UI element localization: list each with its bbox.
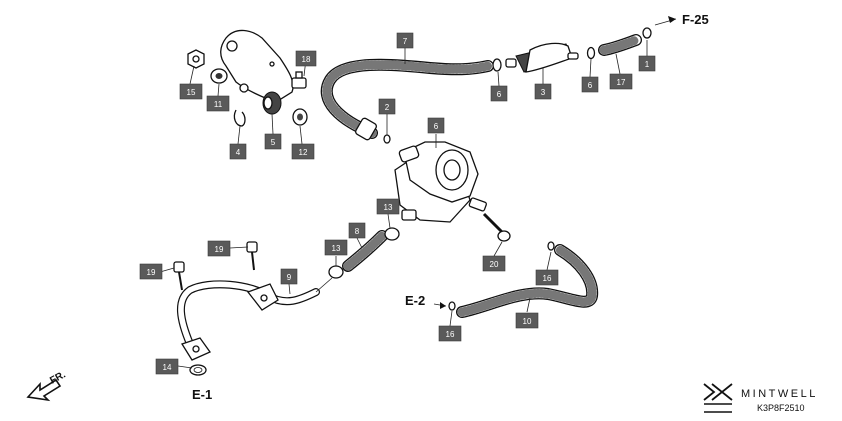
- callout-15: 15: [179, 83, 203, 100]
- hose-clip-end: [642, 27, 652, 39]
- svg-text:2: 2: [385, 103, 390, 112]
- connector-hose-8: [342, 230, 388, 272]
- mounting-bracket: [220, 29, 294, 103]
- svg-text:10: 10: [523, 317, 532, 326]
- ref-e1: E-1: [192, 387, 212, 402]
- svg-text:7: 7: [403, 37, 408, 46]
- svg-text:19: 19: [215, 245, 224, 254]
- clip-13-lower: [328, 265, 344, 279]
- callout-1: 1: [638, 55, 656, 72]
- callout-13-upper: 13: [376, 198, 400, 215]
- svg-text:14: 14: [163, 363, 172, 372]
- air-injection-valve: [394, 141, 487, 223]
- washer-11: [210, 68, 228, 84]
- svg-text:9: 9: [287, 273, 292, 282]
- bolt-19-left: [173, 261, 185, 291]
- svg-text:8: 8: [355, 227, 360, 236]
- callout-14: 14: [155, 358, 179, 375]
- svg-text:15: 15: [187, 88, 196, 97]
- svg-text:13: 13: [332, 244, 341, 253]
- svg-text:6: 6: [497, 90, 502, 99]
- short-hose: [598, 34, 642, 56]
- f25-arrow: [654, 16, 677, 26]
- collar-12: [292, 108, 308, 126]
- svg-text:3: 3: [541, 88, 546, 97]
- svg-text:6: 6: [434, 122, 439, 131]
- callout-6-valve: 6: [427, 117, 445, 134]
- clip-4: [233, 109, 246, 127]
- direction-label: FR.: [48, 369, 68, 386]
- svg-text:19: 19: [147, 268, 156, 277]
- callout-2: 2: [378, 98, 396, 115]
- grommet-5: [262, 91, 282, 115]
- svg-text:18: 18: [302, 55, 311, 64]
- ref-e2: E-2: [405, 293, 425, 308]
- svg-text:12: 12: [299, 148, 308, 157]
- callout-20: 20: [482, 255, 506, 272]
- callout-8: 8: [348, 222, 366, 239]
- callout-5: 5: [264, 133, 282, 150]
- svg-text:1: 1: [645, 60, 650, 69]
- front-arrow-icon: [26, 378, 62, 402]
- hose-clip-upper: [492, 58, 502, 72]
- hose-clip-right: [586, 46, 596, 60]
- leader-lines: [159, 40, 648, 369]
- svg-text:16: 16: [446, 330, 455, 339]
- svg-text:5: 5: [271, 138, 276, 147]
- callout-18: 18: [295, 50, 317, 67]
- brand-name: MINTWELL: [741, 388, 818, 400]
- bolt-18: [291, 71, 307, 89]
- svg-text:13: 13: [384, 203, 393, 212]
- diagram-code: K3P8F2510: [757, 403, 805, 413]
- svg-text:17: 17: [617, 78, 626, 87]
- brand-logo: [703, 383, 733, 413]
- gasket-14: [189, 364, 207, 376]
- callout-10: 10: [515, 312, 539, 329]
- clip-16-lower: [448, 301, 456, 311]
- callout-3: 3: [534, 83, 552, 100]
- svg-text:20: 20: [490, 260, 499, 269]
- callout-11: 11: [206, 95, 230, 112]
- lower-hose: [456, 244, 599, 318]
- callout-12: 12: [291, 143, 315, 160]
- upper-hose: [320, 58, 494, 141]
- callout-17: 17: [609, 73, 633, 90]
- air-filter: [505, 42, 579, 73]
- callout-13-lower: 13: [324, 239, 348, 256]
- svg-text:11: 11: [214, 100, 223, 109]
- pipe-flange: [181, 337, 211, 361]
- clip-13-upper: [384, 227, 400, 241]
- bolt-20: [482, 212, 511, 242]
- bolt-19-right: [246, 241, 258, 271]
- svg-text:4: 4: [236, 148, 241, 157]
- clip-16-upper: [547, 241, 555, 251]
- svg-text:16: 16: [543, 274, 552, 283]
- callout-16-lower: 16: [438, 325, 462, 342]
- callout-7: 7: [396, 32, 414, 49]
- callout-16-upper: 16: [535, 269, 559, 286]
- callout-9: 9: [280, 268, 298, 285]
- nut-15: [187, 49, 205, 69]
- callout-6-right: 6: [581, 76, 599, 93]
- lower-pipe: [177, 280, 320, 348]
- svg-text:6: 6: [588, 81, 593, 90]
- callout-19-left: 19: [139, 263, 163, 280]
- e2-arrow: [433, 302, 447, 309]
- callout-4: 4: [229, 143, 247, 160]
- callout-19-right: 19: [207, 240, 231, 257]
- callout-6-clip: 6: [490, 85, 508, 102]
- ref-f25: F-25: [682, 12, 709, 27]
- clip-2: [383, 134, 391, 144]
